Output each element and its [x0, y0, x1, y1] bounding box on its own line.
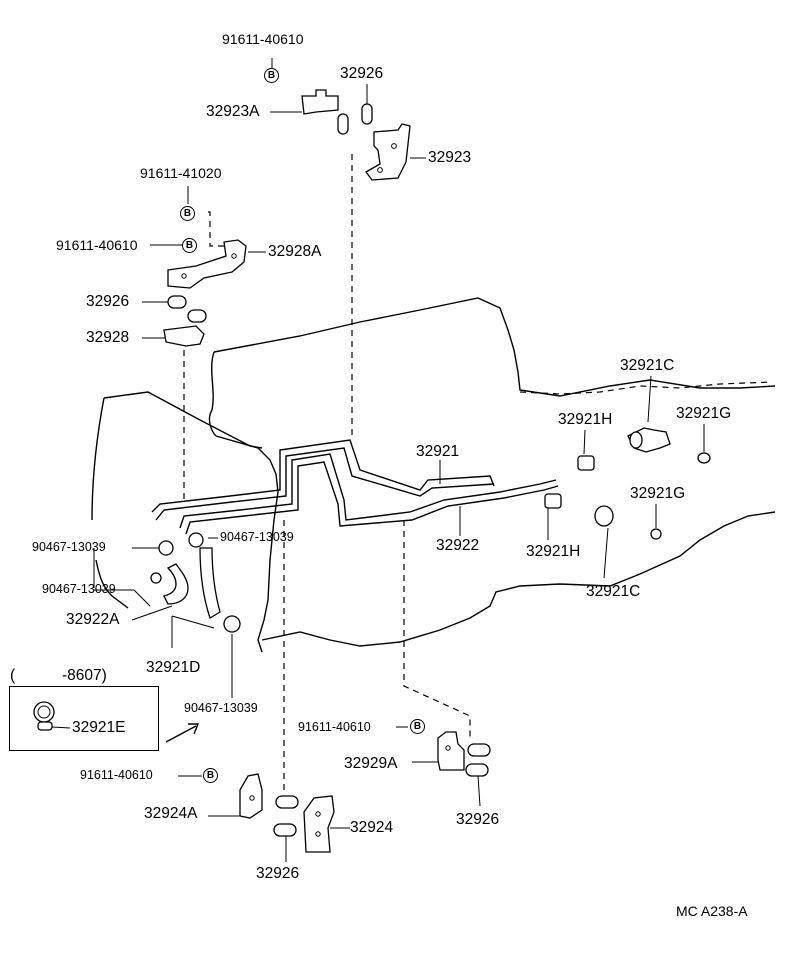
figure-code: MC A238-A	[676, 903, 748, 919]
inset-header-open: (	[10, 667, 16, 684]
label-90467-13039-a: 90467-13039	[220, 530, 294, 544]
label-91611-40610-mid: 91611-40610	[56, 237, 138, 253]
bolt-marker-icon: B	[182, 238, 197, 253]
engine-outline	[91, 297, 776, 653]
inset-clamp	[33, 701, 71, 731]
bolt-marker-icon: B	[203, 768, 218, 783]
label-32921C-top: 32921C	[620, 357, 675, 374]
label-32921E: 32921E	[72, 719, 126, 736]
bolt-marker-icon: B	[264, 68, 279, 83]
dashed-leaders	[183, 154, 471, 790]
label-91611-40610-top: 91611-40610	[222, 31, 304, 47]
label-32921H-bot: 32921H	[526, 543, 581, 560]
label-32928: 32928	[86, 329, 130, 346]
bottom-left-bracket	[239, 773, 335, 853]
bolt-marker-icon: B	[410, 719, 425, 734]
label-32921D: 32921D	[146, 659, 201, 676]
label-32923A: 32923A	[206, 103, 260, 120]
arrow-mark	[165, 723, 200, 743]
label-91611-41020: 91611-41020	[140, 165, 222, 181]
label-32923: 32923	[428, 149, 472, 166]
top-bracket-group	[301, 89, 411, 181]
label-90467-13039-b: 90467-13039	[32, 540, 106, 554]
label-32921G-bot: 32921G	[630, 485, 686, 502]
label-32928A: 32928A	[268, 243, 322, 260]
label-32929A: 32929A	[344, 755, 398, 772]
inset-header-code: -8607)	[62, 667, 107, 684]
label-32926-top: 32926	[340, 65, 384, 82]
label-32922A: 32922A	[66, 611, 120, 628]
label-32922: 32922	[436, 537, 480, 554]
label-32926-right: 32926	[456, 811, 500, 828]
variant-inset-box	[9, 686, 159, 751]
label-32921G-top: 32921G	[676, 405, 732, 422]
label-32926-mid: 32926	[86, 293, 130, 310]
label-32924A: 32924A	[144, 805, 198, 822]
fuel-pipes	[151, 439, 559, 535]
label-32921H-top: 32921H	[558, 411, 613, 428]
label-91611-40610-r: 91611-40610	[298, 720, 371, 734]
mid-bracket-group	[163, 239, 247, 347]
solid-leaders	[93, 58, 705, 862]
bottom-right-bracket	[437, 731, 491, 777]
label-32921: 32921	[416, 443, 460, 460]
label-90467-13039-d: 90467-13039	[184, 701, 258, 715]
bolt-marker-icon: B	[180, 206, 195, 221]
label-90467-13039-c: 90467-13039	[42, 582, 116, 596]
label-32921C-bot: 32921C	[586, 583, 641, 600]
label-32924: 32924	[350, 819, 394, 836]
right-fittings	[544, 427, 711, 540]
label-91611-40610-l: 91611-40610	[80, 768, 153, 782]
hose-clamp-group	[150, 532, 241, 633]
label-32926-bottom: 32926	[256, 865, 300, 882]
